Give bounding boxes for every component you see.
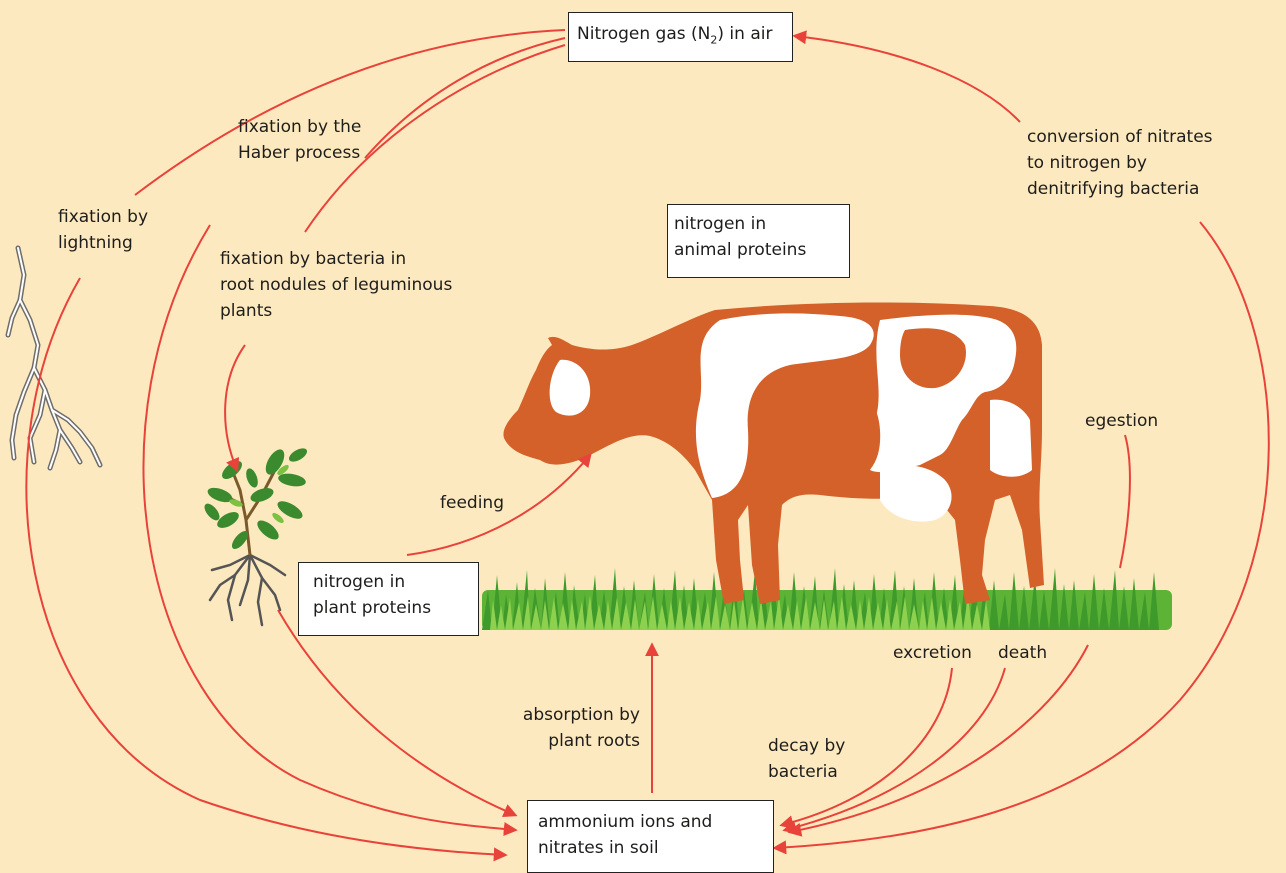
box-plant-proteins-line2: plant proteins: [313, 595, 464, 621]
label-bacteria-line1: fixation by bacteria in: [220, 246, 452, 272]
box-soil-line2: nitrates in soil: [538, 835, 763, 861]
label-haber-line2: Haber process: [238, 140, 361, 166]
box-soil-line1: ammonium ions and: [538, 809, 763, 835]
box-soil: ammonium ions and nitrates in soil: [527, 800, 774, 873]
arrow-plant-to-soil: [278, 610, 515, 815]
box-animal-proteins-line1: nitrogen in: [674, 211, 843, 237]
box-nitrogen-gas-text-end: ) in air: [717, 24, 772, 44]
label-lightning: fixation by lightning: [58, 204, 148, 256]
label-decay-line2: bacteria: [768, 759, 845, 785]
box-nitrogen-gas-text: Nitrogen gas (N: [577, 24, 710, 44]
label-egestion: egestion: [1085, 408, 1158, 434]
lightning-icon: [8, 248, 100, 468]
label-absorption: absorption by plant roots: [520, 702, 640, 754]
label-denitrification-line2: to nitrogen by: [1027, 150, 1213, 176]
box-plant-proteins: nitrogen in plant proteins: [298, 562, 479, 636]
label-absorption-line1: absorption by: [520, 702, 640, 728]
grass-icon: [482, 568, 1172, 630]
label-bacteria-line3: plants: [220, 298, 452, 324]
arrow-denitrification: [795, 36, 1020, 122]
label-excretion: excretion: [893, 640, 972, 666]
label-bacteria-line2: root nodules of leguminous: [220, 272, 452, 298]
cow-icon: [503, 303, 1044, 604]
label-denitrification-line3: denitrifying bacteria: [1027, 176, 1213, 202]
arrow-bacteria-to-plant: [225, 345, 245, 470]
label-haber-line1: fixation by the: [238, 114, 361, 140]
label-haber: fixation by the Haber process: [238, 114, 361, 166]
box-plant-proteins-line1: nitrogen in: [313, 569, 464, 595]
box-nitrogen-gas: Nitrogen gas (N2) in air: [568, 12, 793, 62]
label-feeding: feeding: [440, 490, 504, 516]
label-bacteria-nodules: fixation by bacteria in root nodules of …: [220, 246, 452, 324]
label-denitrification: conversion of nitrates to nitrogen by de…: [1027, 124, 1213, 202]
arrow-lightning-to-air: [135, 30, 565, 195]
plant-icon: [202, 446, 309, 625]
box-animal-proteins-line2: animal proteins: [674, 237, 843, 263]
label-decay-line1: decay by: [768, 733, 845, 759]
label-absorption-line2: plant roots: [520, 728, 640, 754]
label-death: death: [998, 640, 1047, 666]
label-decay: decay by bacteria: [768, 733, 845, 785]
arrow-egestion: [1120, 435, 1130, 568]
label-lightning-line2: lightning: [58, 230, 148, 256]
label-lightning-line1: fixation by: [58, 204, 148, 230]
box-animal-proteins: nitrogen in animal proteins: [667, 204, 850, 278]
label-denitrification-line1: conversion of nitrates: [1027, 124, 1213, 150]
